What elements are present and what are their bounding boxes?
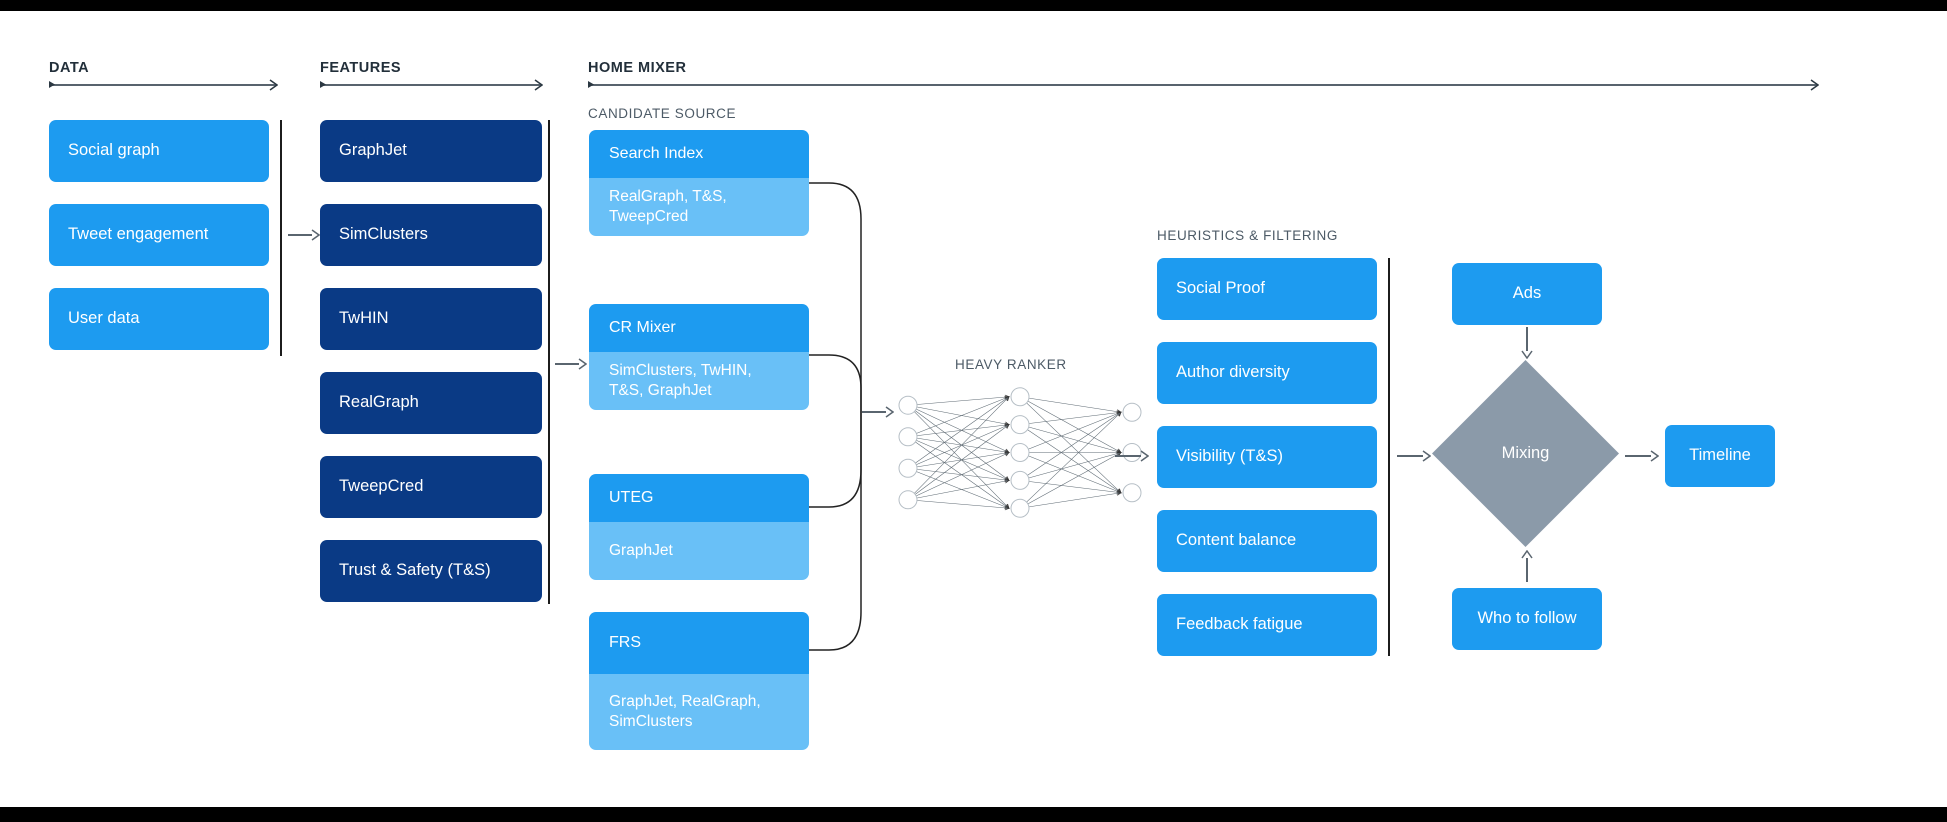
candidate-source-features: GraphJet, RealGraph, SimClusters	[589, 674, 809, 750]
section-label-heavy-ranker: HEAVY RANKER	[955, 357, 1067, 372]
candidate-source-uteg[interactable]: UTEG GraphJet	[589, 474, 809, 580]
arrow-features-to-candidates	[555, 358, 587, 370]
feature-box-twhin[interactable]: TwHIN	[320, 288, 542, 350]
feature-box-trust-safety[interactable]: Trust & Safety (T&S)	[320, 540, 542, 602]
arrow-heuristics-to-mixing	[1397, 450, 1431, 462]
data-box-label: Social graph	[68, 141, 160, 160]
divider-heuristics-mixing	[1388, 258, 1390, 656]
divider-features-homemixer	[548, 120, 550, 604]
divider-data-features	[280, 120, 282, 356]
section-label-data: DATA	[49, 60, 90, 76]
candidate-to-ranker-connectors	[809, 182, 862, 651]
arrow-candidates-to-ranker	[862, 406, 894, 418]
feature-box-label: TweepCred	[339, 477, 424, 496]
arrow-whotofollow-to-mixing	[1521, 550, 1533, 582]
candidate-source-cr-mixer[interactable]: CR Mixer SimClusters, TwHIN, T&S, GraphJ…	[589, 304, 809, 410]
candidate-source-features: SimClusters, TwHIN, T&S, GraphJet	[589, 352, 809, 410]
data-box-user-data[interactable]: User data	[49, 288, 269, 350]
heuristic-box-social-proof[interactable]: Social Proof	[1157, 258, 1377, 320]
axis-home-mixer	[588, 79, 1819, 91]
candidate-source-features: RealGraph, T&S, TweepCred	[589, 178, 809, 236]
feature-box-tweepcred[interactable]: TweepCred	[320, 456, 542, 518]
heuristic-box-author-diversity[interactable]: Author diversity	[1157, 342, 1377, 404]
feature-box-label: GraphJet	[339, 141, 407, 160]
candidate-source-title: UTEG	[589, 474, 809, 522]
feature-box-realgraph[interactable]: RealGraph	[320, 372, 542, 434]
heuristic-box-feedback-fatigue[interactable]: Feedback fatigue	[1157, 594, 1377, 656]
feature-box-label: SimClusters	[339, 225, 428, 244]
section-label-features: FEATURES	[320, 60, 402, 76]
heuristic-box-content-balance[interactable]: Content balance	[1157, 510, 1377, 572]
arrow-data-to-features	[288, 229, 320, 241]
top-black-bar	[0, 0, 1947, 11]
data-box-label: Tweet engagement	[68, 225, 209, 244]
heuristic-box-label: Social Proof	[1176, 279, 1265, 298]
candidate-source-frs[interactable]: FRS GraphJet, RealGraph, SimClusters	[589, 612, 809, 750]
section-label-candidate-source: CANDIDATE SOURCE	[588, 106, 737, 121]
section-label-home-mixer: HOME MIXER	[588, 60, 687, 76]
heuristic-box-label: Content balance	[1176, 531, 1297, 550]
section-label-heuristics: HEURISTICS & FILTERING	[1157, 228, 1338, 243]
data-box-tweet-engagement[interactable]: Tweet engagement	[49, 204, 269, 266]
heavy-ranker-network	[898, 387, 1142, 518]
candidate-source-title: FRS	[589, 612, 809, 674]
output-box-who-to-follow[interactable]: Who to follow	[1452, 588, 1602, 650]
arrow-ranker-to-heuristics	[1115, 450, 1149, 462]
heuristic-box-label: Visibility (T&S)	[1176, 447, 1283, 466]
bottom-black-bar	[0, 807, 1947, 822]
output-box-label: Ads	[1512, 284, 1542, 303]
axis-data	[49, 79, 278, 91]
arrow-ads-to-mixing	[1521, 327, 1533, 359]
arrow-mixing-to-timeline	[1625, 450, 1659, 462]
mixing-diamond[interactable]: Mixing	[1432, 360, 1619, 547]
feature-box-label: TwHIN	[339, 309, 389, 328]
heuristic-box-visibility[interactable]: Visibility (T&S)	[1157, 426, 1377, 488]
output-box-timeline[interactable]: Timeline	[1665, 425, 1775, 487]
candidate-source-features: GraphJet	[589, 522, 809, 580]
mixing-label: Mixing	[1501, 444, 1550, 462]
feature-box-label: Trust & Safety (T&S)	[339, 561, 491, 580]
axis-features	[320, 79, 543, 91]
candidate-source-title: CR Mixer	[589, 304, 809, 352]
output-box-label: Timeline	[1689, 446, 1751, 465]
feature-box-simclusters[interactable]: SimClusters	[320, 204, 542, 266]
output-box-ads[interactable]: Ads	[1452, 263, 1602, 325]
heuristic-box-label: Author diversity	[1176, 363, 1290, 382]
candidate-source-search-index[interactable]: Search Index RealGraph, T&S, TweepCred	[589, 130, 809, 236]
output-box-label: Who to follow	[1477, 609, 1577, 628]
data-box-social-graph[interactable]: Social graph	[49, 120, 269, 182]
data-box-label: User data	[68, 309, 140, 328]
feature-box-label: RealGraph	[339, 393, 419, 412]
candidate-source-title: Search Index	[589, 130, 809, 178]
feature-box-graphjet[interactable]: GraphJet	[320, 120, 542, 182]
heuristic-box-label: Feedback fatigue	[1176, 615, 1303, 634]
